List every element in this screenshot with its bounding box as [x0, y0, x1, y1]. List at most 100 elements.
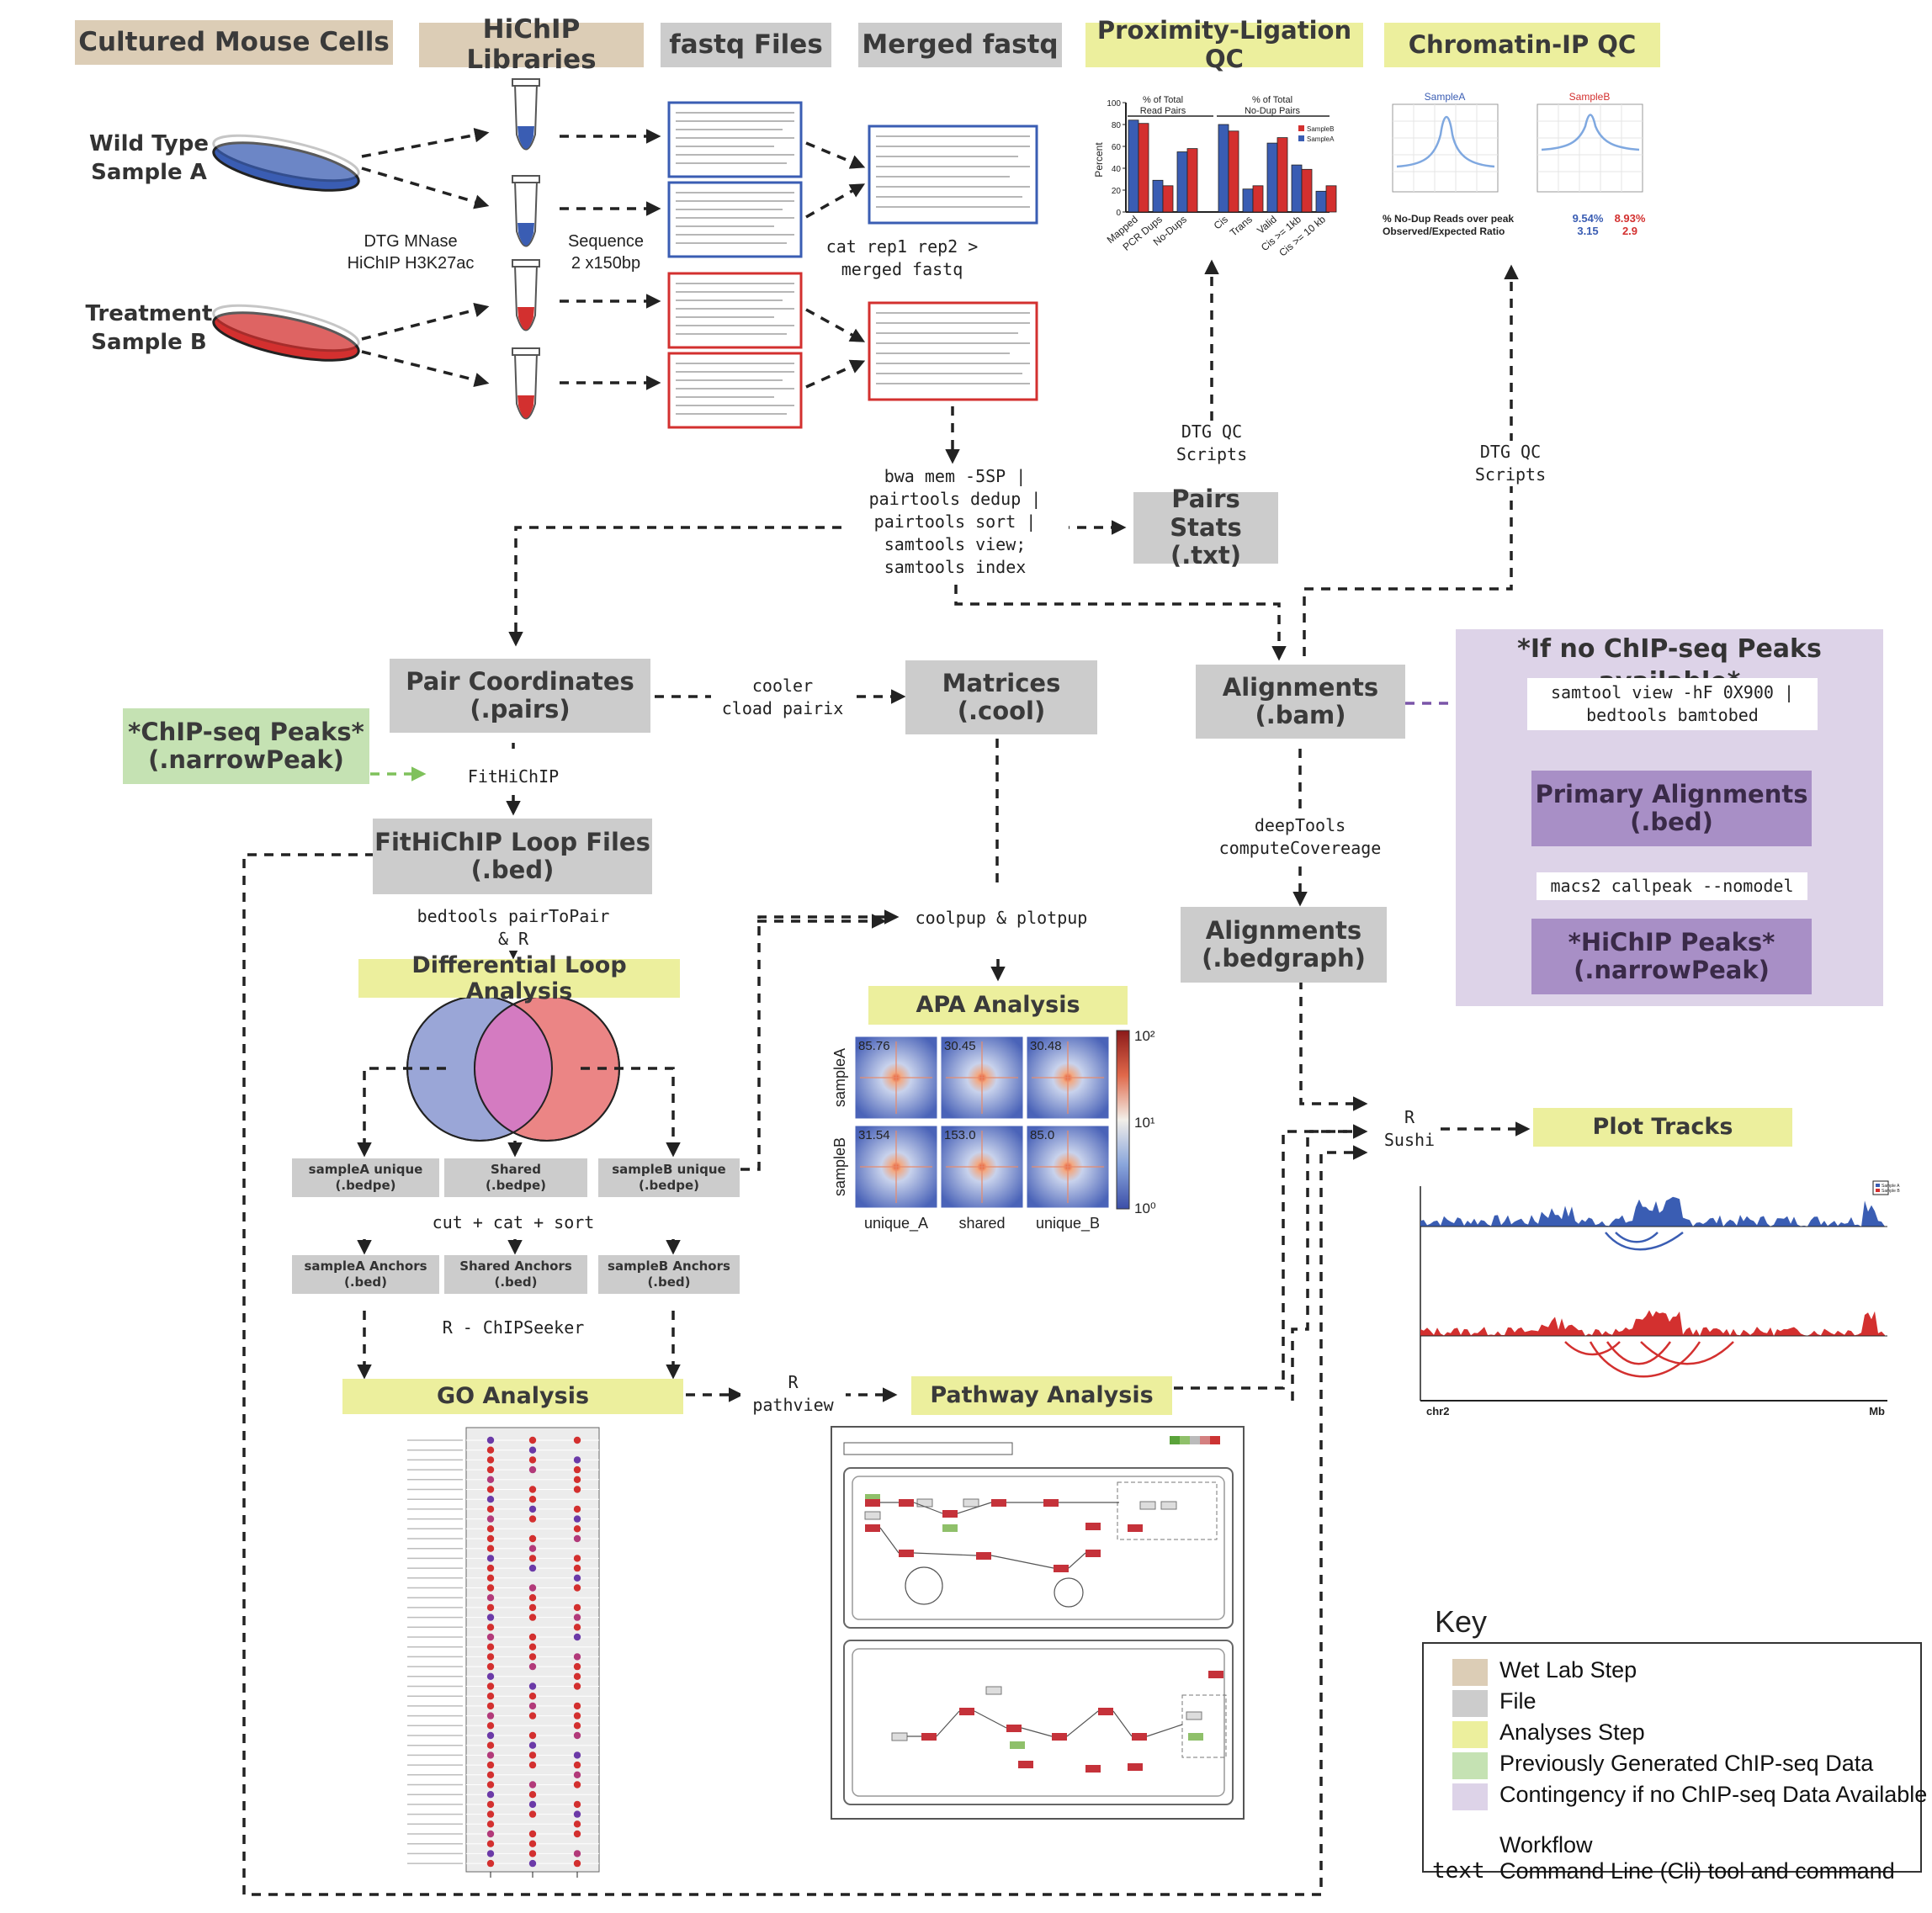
go-dot — [528, 1594, 537, 1602]
chip-qc-a-val1: 9.54% — [1573, 212, 1604, 225]
differential-loop-box: Differential Loop Analysis — [358, 952, 680, 1004]
go-dot — [573, 1682, 581, 1690]
go-dot — [573, 1555, 581, 1562]
sushi-command: R Sushi — [1383, 1107, 1436, 1150]
go-dot — [486, 1496, 495, 1503]
go-dot — [486, 1761, 495, 1769]
sample-b-label: Treatment Sample B — [85, 301, 213, 355]
go-dot — [486, 1486, 495, 1493]
go-dot — [486, 1515, 495, 1523]
apa-col-label: unique_B — [1036, 1215, 1100, 1232]
qc-bar-sampleA — [1128, 119, 1139, 213]
cat-command: cat rep1 rep2 > merged fastq — [825, 236, 979, 279]
go-dot — [573, 1702, 581, 1710]
qc-bar-sampleB — [1228, 130, 1239, 213]
shared-box: Shared (.bedpe) — [444, 1158, 587, 1197]
qc-bar-sampleA — [1176, 151, 1188, 213]
apa-colorbar-label: 10² — [1134, 1028, 1155, 1044]
qc-group2-label: % of Total — [1252, 95, 1292, 105]
go-dot — [573, 1810, 581, 1818]
go-dot — [486, 1702, 495, 1710]
chipseq-peaks-box: *ChIP-seq Peaks* (.narrowPeak) — [123, 708, 369, 784]
key-label-file: File — [1499, 1688, 1537, 1714]
go-dot — [528, 1505, 537, 1513]
sampleb-anchors-box: sampleB Anchors (.bed) — [598, 1255, 740, 1294]
go-dot — [573, 1820, 581, 1828]
qc-group2-label-2: No-Dup Pairs — [1245, 106, 1301, 116]
go-dot — [573, 1800, 581, 1809]
apa-col-label: unique_A — [864, 1215, 928, 1232]
go-dot — [573, 1712, 581, 1720]
go-dot — [486, 1859, 495, 1868]
proximity-qc-box: Proximity-Ligation QC — [1085, 16, 1363, 72]
go-dot — [528, 1693, 537, 1700]
qc-bar-sampleA — [1266, 142, 1278, 213]
go-dot — [573, 1436, 581, 1444]
tube-icon — [512, 175, 540, 247]
key-text-word: text — [1432, 1858, 1485, 1884]
go-dot — [528, 1614, 537, 1621]
venn-diagram — [406, 995, 620, 1142]
chromatin-qc-box: Chromatin-IP QC — [1384, 23, 1660, 67]
chip-qc-row2-label: Observed/Expected Ratio — [1383, 225, 1505, 237]
go-dot — [486, 1545, 495, 1552]
go-dot — [486, 1672, 495, 1681]
go-dot — [573, 1603, 581, 1612]
go-dot — [573, 1722, 581, 1730]
go-dot — [573, 1505, 581, 1513]
pairs-stats-box: Pairs Stats (.txt) — [1133, 485, 1278, 570]
go-dot — [486, 1722, 495, 1730]
go-dot — [573, 1830, 581, 1838]
qc-bar-sampleA — [1218, 124, 1229, 213]
go-dot — [528, 1584, 537, 1592]
go-dot — [528, 1534, 537, 1543]
go-dot — [528, 1731, 537, 1740]
go-dot — [528, 1840, 537, 1847]
alignments-bam-box: Alignments (.bam) — [1196, 665, 1405, 739]
chip-qc-row1-label: % No-Dup Reads over peak — [1383, 213, 1514, 225]
go-dot — [528, 1446, 537, 1454]
go-dot — [486, 1781, 495, 1788]
sample-a-label: Wild Type Sample A — [88, 131, 209, 185]
fithichip-loops-box: FitHiChIP Loop Files (.bed) — [373, 819, 652, 894]
chip-qc-sampleA-title: SampleA — [1425, 91, 1466, 103]
go-dot — [528, 1800, 537, 1809]
qc-group1-label-2: Read Pairs — [1140, 106, 1186, 116]
go-dot — [528, 1603, 537, 1612]
chip-qc-profiles: SampleA SampleB % No-Dup Reads over peak… — [1383, 91, 1646, 237]
apa-col-label: shared — [958, 1215, 1005, 1232]
bwa-command: bwa mem -5SP | pairtools dedup | pairtoo… — [841, 465, 1069, 579]
fithichip-command: FitHiChIP — [454, 766, 572, 788]
chip-qc-a-val2: 3.15 — [1577, 225, 1598, 237]
go-dot — [573, 1781, 581, 1788]
go-dot — [486, 1555, 495, 1562]
qc-bar-chart: % of Total Read Pairs % of Total No-Dup … — [1093, 95, 1337, 259]
go-dot — [528, 1830, 537, 1838]
petri-dish-sample-a — [212, 134, 360, 192]
apa-value-label: 31.54 — [858, 1128, 890, 1142]
deeptools-command: deepTools computeCovereage — [1195, 814, 1405, 860]
tracks-unit-label: Mb — [1869, 1405, 1885, 1418]
go-dot — [486, 1465, 495, 1474]
go-dot — [486, 1741, 495, 1749]
qc-group1-label: % of Total — [1143, 95, 1183, 105]
alignments-bedgraph-box: Alignments (.bedgraph) — [1181, 907, 1387, 983]
apa-value-label: 85.0 — [1030, 1128, 1054, 1142]
go-dot — [528, 1712, 537, 1720]
go-dot — [573, 1624, 581, 1631]
go-dot — [573, 1761, 581, 1769]
go-dot — [486, 1594, 495, 1602]
qc-bar-sampleA — [1291, 164, 1303, 213]
apa-analysis-box: APA Analysis — [868, 986, 1128, 1025]
petri-dish-sample-b — [212, 304, 360, 362]
pathway-map — [831, 1426, 1245, 1820]
go-dot — [573, 1850, 581, 1857]
dtg-qc-scripts-1: DTG QC Scripts — [1153, 421, 1271, 466]
sampleb-unique-box: sampleB unique (.bedpe) — [598, 1158, 740, 1197]
go-dot — [528, 1781, 537, 1788]
qc-bar-sampleB — [1276, 137, 1288, 213]
go-dot — [528, 1682, 537, 1690]
cooler-command: cooler cload pairix — [711, 675, 854, 720]
key-swatch-analysis — [1452, 1721, 1488, 1748]
